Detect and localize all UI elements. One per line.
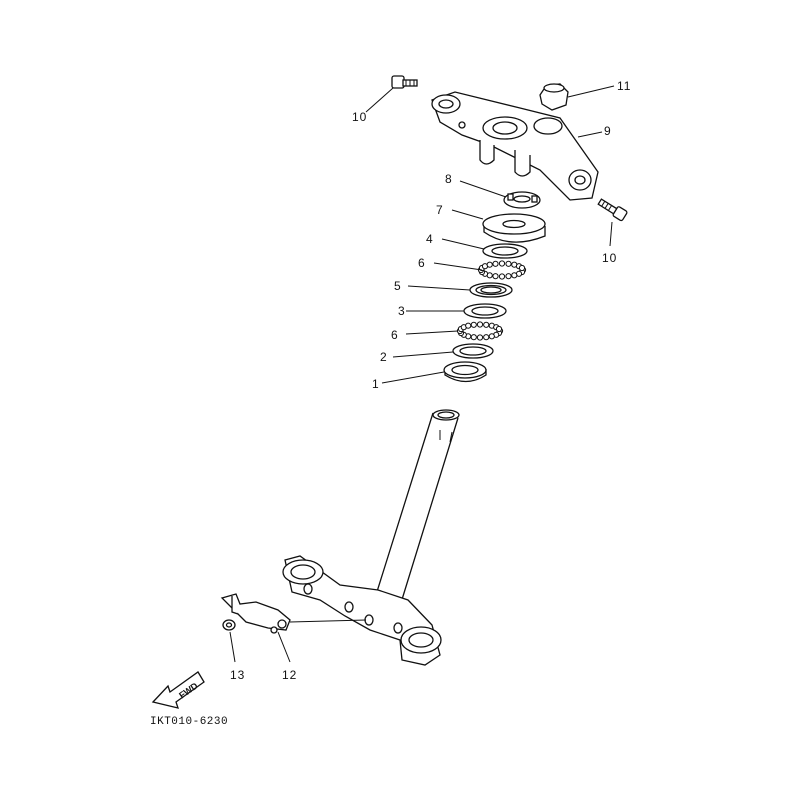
callout-4: 4 xyxy=(426,232,434,246)
lower-bracket xyxy=(282,555,442,666)
diagram-code: IKT010-6230 xyxy=(150,716,228,728)
callout-13: 13 xyxy=(230,668,245,682)
ball-bearing xyxy=(476,321,484,328)
bolt-right xyxy=(597,198,628,222)
ball-bearing xyxy=(483,334,490,341)
hose-guide-bracket xyxy=(220,593,291,634)
ball-bearing xyxy=(476,334,484,341)
callout-6-lower: 6 xyxy=(391,328,399,342)
ball-bearing xyxy=(511,272,518,279)
bearing-race-4 xyxy=(482,243,528,259)
ball-bearing xyxy=(505,273,512,280)
callout-8: 8 xyxy=(445,172,453,186)
callout-2: 2 xyxy=(380,350,388,364)
ball-bearing xyxy=(492,273,499,280)
callout-6-upper: 6 xyxy=(418,256,426,270)
assembly-line xyxy=(289,619,367,623)
ball-bearing xyxy=(505,260,512,267)
dust-seal xyxy=(443,361,487,383)
ball-bearing xyxy=(488,333,495,340)
bolt-upper-left xyxy=(391,75,418,89)
callout-9: 9 xyxy=(604,124,612,138)
ball-bearing xyxy=(518,264,526,272)
ball-bearings-lower xyxy=(456,321,504,341)
callout-5: 5 xyxy=(394,279,402,293)
ball-bearing xyxy=(492,260,499,267)
ball-bearing xyxy=(470,334,477,341)
ring-nut xyxy=(503,191,541,209)
callout-11: 11 xyxy=(617,79,631,93)
ball-bearing xyxy=(498,260,506,267)
bearing-cover xyxy=(482,213,546,243)
ball-bearing xyxy=(470,321,477,328)
callout-10-right: 10 xyxy=(602,251,617,265)
leader-lines xyxy=(229,85,615,663)
ball-bearing xyxy=(486,261,493,268)
ball-bearing xyxy=(483,321,490,328)
callout-1: 1 xyxy=(372,377,380,391)
ball-bearing xyxy=(498,273,506,280)
ball-bearings-upper xyxy=(477,260,527,280)
bearing-race-5 xyxy=(469,282,513,298)
hose-guide-bolt xyxy=(222,619,236,631)
callout-3: 3 xyxy=(398,304,406,318)
steering-stem xyxy=(374,409,460,607)
bearing-race-2 xyxy=(452,343,494,359)
crown-nut xyxy=(539,83,569,111)
forward-arrow-icon: FWD xyxy=(151,671,205,709)
callout-12: 12 xyxy=(282,668,297,682)
upper-bracket xyxy=(431,91,599,201)
bearing-race-3 xyxy=(463,303,507,319)
ball-bearing xyxy=(465,322,472,329)
callout-10-upper: 10 xyxy=(352,110,367,124)
callout-7: 7 xyxy=(436,203,444,217)
ball-bearing xyxy=(495,325,503,333)
